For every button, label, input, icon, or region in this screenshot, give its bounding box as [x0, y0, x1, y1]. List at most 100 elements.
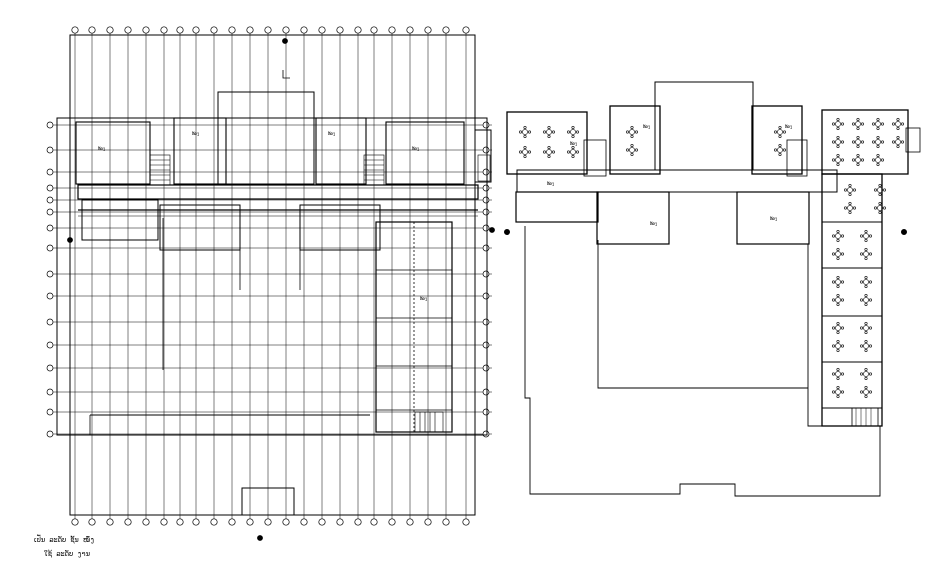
left-room-4: [385, 121, 465, 185]
table-with-chairs-icon: [873, 184, 886, 197]
grid-bubble: [160, 518, 168, 526]
grid-bubble: [388, 518, 396, 526]
left-room-label: ຫ້ອງ: [98, 146, 105, 151]
grid-bubble: [228, 26, 236, 34]
table-with-chairs-icon: [871, 118, 884, 131]
grid-bubble: [300, 26, 308, 34]
grid-bubble: [482, 244, 490, 252]
grid-bubble: [246, 26, 254, 34]
right-east-stair: [851, 407, 879, 427]
grid-bubble: [46, 430, 54, 438]
table-with-chairs-icon: [542, 146, 555, 159]
grid-bubble: [46, 318, 54, 326]
table-with-chairs-icon: [831, 136, 844, 149]
grid-bubble: [176, 518, 184, 526]
grid-bubble: [46, 224, 54, 232]
grid-bubble: [354, 518, 362, 526]
grid-bubble: [246, 518, 254, 526]
grid-bubble: [424, 26, 432, 34]
table-with-chairs-icon: [859, 275, 872, 288]
grid-bubble: [482, 184, 490, 192]
grid-bubble: [482, 430, 490, 438]
grid-bubble: [46, 244, 54, 252]
left-vertical-grid-lines: [74, 30, 467, 520]
grid-bubble: [210, 518, 218, 526]
grid-bubble: [88, 518, 96, 526]
grid-bubble: [228, 518, 236, 526]
right-lower-room-2: [596, 191, 670, 245]
table-with-chairs-icon: [773, 144, 786, 157]
grid-bubble: [406, 26, 414, 34]
table-with-chairs-icon: [843, 184, 856, 197]
left-east-appendage: [474, 129, 492, 183]
grid-bubble: [354, 26, 362, 34]
right-floor-plan: ຫ້ອງ ຫ້ອງ ຫ້ອງ ຫ້ອງ ຫ້ອງ ຫ້ອງ: [504, 81, 921, 497]
grid-bubble: [388, 26, 396, 34]
right-east-wing: [821, 173, 883, 427]
table-with-chairs-icon: [831, 275, 844, 288]
table-with-chairs-icon: [859, 230, 872, 243]
table-with-chairs-icon: [891, 136, 904, 149]
left-room-2: [173, 117, 227, 185]
grid-bubble: [46, 388, 54, 396]
table-with-chairs-icon: [851, 118, 864, 131]
grid-bubble: [406, 518, 414, 526]
table-with-chairs-icon: [871, 154, 884, 167]
drawing-caption-scale: ໃຊ້ ລະດັບ ງານ: [44, 550, 90, 558]
right-lower-room-3: [736, 191, 810, 245]
grid-bubble: [424, 518, 432, 526]
drawing-caption-title: ເປັນ ລະດັບ ຊັ້ນ ໜຶ່ງ: [34, 536, 95, 544]
table-with-chairs-icon: [566, 126, 579, 139]
grid-bubble: [71, 518, 79, 526]
grid-bubble: [482, 168, 490, 176]
grid-bubble: [46, 408, 54, 416]
left-lower-room-1: [81, 199, 159, 241]
table-with-chairs-icon: [831, 293, 844, 306]
table-with-chairs-icon: [542, 126, 555, 139]
table-with-chairs-icon: [871, 136, 884, 149]
left-corridor-band: [77, 184, 479, 200]
grid-bubble: [264, 26, 272, 34]
table-with-chairs-icon: [831, 154, 844, 167]
left-stair-1: [149, 154, 171, 186]
table-with-chairs-icon: [859, 321, 872, 334]
table-with-chairs-icon: [851, 154, 864, 167]
grid-bubble: [46, 196, 54, 204]
section-marker: [257, 535, 263, 541]
grid-bubble: [46, 146, 54, 154]
section-marker: [901, 229, 907, 235]
grid-bubble: [318, 518, 326, 526]
left-horizontal-grid-lines: [48, 124, 492, 435]
grid-bubble: [482, 388, 490, 396]
grid-bubble: [46, 121, 54, 129]
grid-bubble: [482, 196, 490, 204]
table-with-chairs-icon: [625, 126, 638, 139]
grid-bubble: [264, 518, 272, 526]
section-marker: [504, 229, 510, 235]
grid-bubble: [482, 364, 490, 372]
right-room-label: ຫ້ອງ: [785, 124, 792, 129]
table-with-chairs-icon: [831, 367, 844, 380]
grid-bubble: [46, 341, 54, 349]
table-with-chairs-icon: [859, 293, 872, 306]
left-grid-bubbles: [46, 26, 490, 526]
left-room-label: ຫ້ອງ: [328, 131, 335, 136]
right-room-label: ຫ້ອງ: [643, 124, 650, 129]
left-room-3: [315, 117, 367, 185]
right-lower-room-1: [515, 191, 599, 223]
left-room-label: ຫ້ອງ: [192, 131, 199, 136]
grid-bubble: [46, 168, 54, 176]
right-room-label: ຫ້ອງ: [770, 216, 777, 221]
grid-bubble: [482, 292, 490, 300]
grid-bubble: [462, 518, 470, 526]
table-with-chairs-icon: [843, 202, 856, 215]
right-room-label: ຫ້ອງ: [650, 221, 657, 226]
grid-bubble: [160, 26, 168, 34]
grid-bubble: [482, 121, 490, 129]
table-with-chairs-icon: [859, 339, 872, 352]
grid-bubble: [442, 518, 450, 526]
grid-bubble: [336, 518, 344, 526]
right-room-2: [609, 105, 661, 175]
left-main-slab: [56, 117, 488, 436]
left-east-stair: [414, 411, 444, 433]
